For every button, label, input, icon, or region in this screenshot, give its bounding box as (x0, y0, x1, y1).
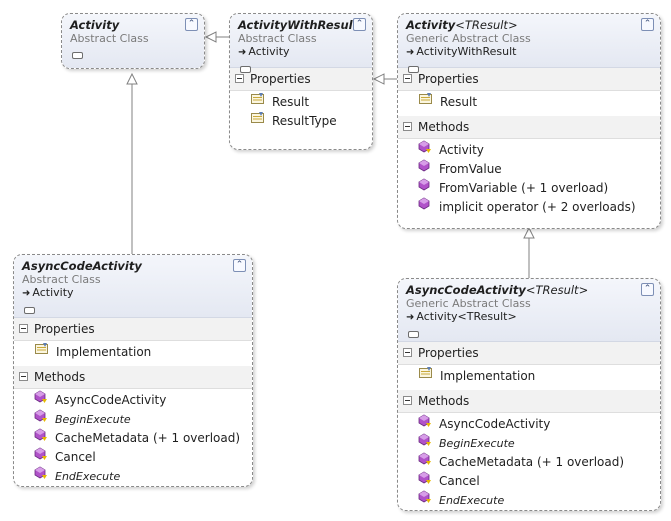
method-icon (418, 178, 432, 198)
class-name: Activity<TResult> (406, 18, 518, 32)
class-activity-tresult[interactable]: Activity<TResult> Generic Abstract Class… (397, 13, 661, 229)
class-glyph-icon (408, 331, 419, 338)
inheritance-arrow-icon (204, 31, 217, 43)
collapse-toggle-icon[interactable] (235, 74, 244, 83)
class-base: ➜Activity<TResult> (406, 310, 517, 323)
class-activity[interactable]: Activity Abstract Class ⌃ (61, 13, 205, 69)
section-properties-header[interactable]: Properties (14, 318, 252, 341)
class-kind: Generic Abstract Class (406, 32, 531, 45)
inheritance-arrow-icon (126, 72, 138, 85)
member-method[interactable]: EndExecute (14, 466, 252, 486)
class-kind: Generic Abstract Class (406, 297, 531, 310)
property-icon (250, 111, 265, 130)
property-icon (418, 366, 433, 385)
inherits-arrow-icon: ➜ (238, 47, 247, 58)
member-method[interactable]: EndExecute (398, 490, 660, 510)
member-method[interactable]: AsyncCodeActivity (14, 390, 252, 410)
section-properties-header[interactable]: Properties (398, 68, 660, 91)
class-header: Activity<TResult> Generic Abstract Class… (398, 14, 660, 73)
member-property[interactable]: Implementation (398, 367, 660, 386)
method-icon (34, 428, 48, 448)
method-icon (418, 197, 432, 217)
class-base: ➜Activity (238, 45, 290, 58)
collapse-toggle-icon[interactable] (403, 74, 412, 83)
member-method[interactable]: FromVariable (+ 1 overload) (398, 178, 660, 198)
collapse-toggle-icon[interactable] (19, 324, 28, 333)
double-chevron-up-icon[interactable]: ⌃ (233, 259, 246, 272)
class-async-code-activity-tresult[interactable]: AsyncCodeActivity<TResult> Generic Abstr… (397, 278, 661, 511)
class-name: Activity (70, 18, 120, 32)
class-activity-with-result[interactable]: ActivityWithResult Abstract Class ➜Activ… (229, 13, 373, 150)
class-header: AsyncCodeActivity Abstract Class ➜Activi… (14, 255, 252, 318)
member-method[interactable]: AsyncCodeActivity (398, 414, 660, 434)
double-chevron-up-icon[interactable]: ⌃ (185, 18, 198, 31)
method-icon (34, 409, 48, 429)
property-icon (418, 92, 433, 111)
class-header: Activity Abstract Class ⌃ (62, 14, 204, 68)
inherits-arrow-icon: ➜ (406, 312, 415, 323)
section-properties-header[interactable]: Properties (398, 342, 660, 365)
member-property[interactable]: Implementation (14, 343, 252, 362)
class-base: ➜Activity (22, 286, 74, 299)
method-icon (418, 414, 432, 434)
class-name: ActivityWithResult (238, 18, 359, 32)
method-icon (418, 433, 432, 453)
member-property[interactable]: ResultType (230, 112, 372, 131)
class-header: ActivityWithResult Abstract Class ➜Activ… (230, 14, 372, 73)
member-method[interactable]: CacheMetadata (+ 1 overload) (14, 428, 252, 448)
member-method[interactable]: implicit operator (+ 2 overloads) (398, 197, 660, 217)
class-header: AsyncCodeActivity<TResult> Generic Abstr… (398, 279, 660, 342)
inheritance-arrow-icon (372, 73, 385, 85)
property-icon (250, 92, 265, 111)
property-icon (34, 342, 49, 361)
collapse-toggle-icon[interactable] (19, 372, 28, 381)
inherits-arrow-icon: ➜ (406, 47, 415, 58)
class-glyph-icon (24, 307, 35, 314)
section-methods-header[interactable]: Methods (398, 116, 660, 139)
class-glyph-icon (72, 52, 83, 59)
double-chevron-up-icon[interactable]: ⌃ (641, 18, 654, 31)
method-icon (34, 447, 48, 467)
collapse-toggle-icon[interactable] (403, 396, 412, 405)
member-method[interactable]: Activity (398, 140, 660, 160)
member-method[interactable]: Cancel (14, 447, 252, 467)
section-properties-header[interactable]: Properties (230, 68, 372, 91)
double-chevron-up-icon[interactable]: ⌃ (353, 18, 366, 31)
member-method[interactable]: FromValue (398, 159, 660, 179)
class-glyph-icon (408, 66, 419, 73)
class-name: AsyncCodeActivity<TResult> (406, 283, 589, 297)
method-icon (418, 490, 432, 510)
member-method[interactable]: BeginExecute (398, 433, 660, 453)
member-method[interactable]: BeginExecute (14, 409, 252, 429)
section-methods-header[interactable]: Methods (14, 366, 252, 389)
collapse-toggle-icon[interactable] (403, 122, 412, 131)
class-kind: Abstract Class (70, 32, 149, 45)
method-icon (418, 471, 432, 491)
double-chevron-up-icon[interactable]: ⌃ (641, 283, 654, 296)
class-base: ➜ActivityWithResult (406, 45, 517, 58)
method-icon (418, 159, 432, 179)
class-glyph-icon (240, 66, 251, 73)
method-icon (418, 140, 432, 160)
class-async-code-activity[interactable]: AsyncCodeActivity Abstract Class ➜Activi… (13, 254, 253, 487)
method-icon (34, 390, 48, 410)
member-property[interactable]: Result (398, 93, 660, 112)
inheritance-arrow-icon (523, 226, 535, 239)
member-property[interactable]: Result (230, 93, 372, 112)
section-methods-header[interactable]: Methods (398, 390, 660, 413)
collapse-toggle-icon[interactable] (403, 348, 412, 357)
class-name: AsyncCodeActivity (22, 259, 142, 273)
member-method[interactable]: CacheMetadata (+ 1 overload) (398, 452, 660, 472)
method-icon (34, 466, 48, 486)
class-kind: Abstract Class (22, 273, 101, 286)
inherits-arrow-icon: ➜ (22, 288, 31, 299)
member-method[interactable]: Cancel (398, 471, 660, 491)
class-kind: Abstract Class (238, 32, 317, 45)
method-icon (418, 452, 432, 472)
